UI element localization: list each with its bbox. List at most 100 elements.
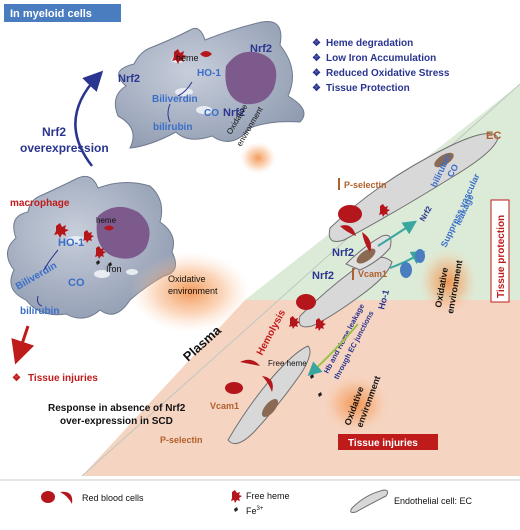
top-nrf2-nucleus-label: Nrf2: [250, 43, 272, 55]
benefit-item: Heme degradation: [326, 38, 413, 49]
ec-nucleus: [356, 248, 376, 264]
mid-iron-label: Iron: [106, 264, 122, 274]
red-blood-cell-icon: [200, 51, 212, 57]
top-heme-label: heme: [176, 53, 199, 63]
tissue-protection-box: [490, 199, 510, 303]
tissue-protection-label: Tissue protection: [496, 215, 507, 298]
red-blood-cell-icon: [338, 205, 362, 223]
vesicle: [67, 236, 85, 244]
vesicle: [126, 269, 138, 275]
ec-nucleus: [434, 152, 454, 168]
protection-arrow: [377, 220, 417, 247]
nrf2-b-label: Nrf2: [312, 270, 334, 282]
rbc-cluster: [338, 204, 390, 252]
top-cell-nucleus: [225, 51, 277, 105]
red-blood-cell-icon: [225, 382, 243, 394]
free-heme-icon: [95, 246, 106, 259]
p-selectin-top-label: P-selectin: [344, 180, 387, 190]
vesicle: [94, 270, 110, 278]
benefit-bullet-icon: ❖: [312, 68, 321, 79]
top-nrf2-left-label: Nrf2: [118, 73, 140, 85]
benefit-bullet-icon: ❖: [312, 53, 321, 64]
biliverdin-arrow: [167, 103, 171, 123]
header-box: [4, 4, 121, 22]
oxidative-glow-right: [418, 248, 478, 316]
red-blood-cell-icon: [296, 294, 316, 310]
benefit-item: Tissue Protection: [326, 83, 410, 94]
tissue-injuries-left: Tissue injuries: [28, 373, 98, 384]
legend-free-heme-icon: [231, 490, 242, 503]
legend-ec-label: Endothelial cell: EC: [394, 496, 473, 506]
endothelial-cell: [298, 256, 393, 328]
leak-arrow: [307, 323, 359, 377]
ec-nucleus: [261, 398, 279, 418]
vcam1-bottom-label: Vcam1: [210, 401, 239, 411]
nrf2-a-label: Nrf2: [332, 247, 354, 259]
overexpression-line2: overexpression: [20, 141, 109, 155]
header-title: In myeloid cells: [10, 8, 92, 20]
overexpression-arrow: [74, 70, 104, 167]
oxidative-mid-line1: Oxidative: [168, 274, 206, 284]
legend-rbc-icon: [41, 491, 55, 503]
top-nrf2-lower-label: Nrf2: [223, 107, 245, 119]
free-heme-icon: [289, 316, 300, 329]
co-molecule-icon: [415, 249, 425, 263]
iron-particle-icon: [108, 262, 112, 267]
endothelial-cell: [227, 345, 311, 445]
red-blood-cell-icon: [104, 225, 114, 231]
mid-bilirubin-label: bilirubin: [20, 306, 59, 317]
red-blood-cell-icon: [362, 232, 371, 252]
top-macrophage-cell: [114, 20, 305, 149]
response-line2: over-expression in SCD: [60, 416, 173, 427]
oxidative-mid-line2: environment: [168, 286, 218, 296]
legend: Red blood cells Free heme Fe3+ Endotheli…: [0, 479, 520, 516]
legend-fe-sup: 3+: [257, 506, 264, 512]
tissue-injury-zone: [82, 300, 520, 476]
tissue-injuries-label: Tissue injuries: [348, 438, 418, 449]
legend-fe-label: Fe3+: [246, 506, 264, 516]
endothelial-layer: [227, 133, 499, 445]
red-blood-cell-icon: [262, 376, 273, 392]
injury-arrow: [11, 325, 35, 365]
top-co-label: CO: [204, 108, 219, 119]
free-heme-icon: [379, 204, 390, 217]
p-selectin-bottom-label: P-selectin: [160, 435, 203, 445]
co-molecule-icon: [400, 262, 412, 278]
mid-co-label: CO: [68, 277, 85, 289]
endothelial-cell: [328, 133, 499, 242]
iron-particle-icon: [318, 392, 322, 397]
red-blood-cell-icon: [340, 225, 356, 236]
legend-fe-icon: [234, 507, 238, 512]
oxidative-glow-bottom: [322, 374, 390, 434]
response-line1: Response in absence of Nrf2: [48, 403, 186, 414]
ho1-arrow: [43, 249, 59, 271]
top-bilirubin-label: bilirubin: [153, 122, 192, 133]
oxidative-glow-top: [240, 142, 276, 174]
legend-fe-text: Fe: [246, 506, 257, 516]
biliverdin-arrow: [37, 295, 43, 307]
red-blood-cell-icon: [240, 359, 260, 366]
ec-ho1-label: Ho-1: [376, 289, 391, 311]
injury-bullet-icon: ❖: [12, 373, 21, 384]
top-biliverdin-label: Biliverdin: [152, 94, 198, 105]
hemolysis-cluster: [225, 294, 326, 397]
benefits-list: ❖ Heme degradation ❖ Low Iron Accumulati…: [312, 38, 450, 94]
free-heme-icon: [172, 49, 187, 64]
free-heme-icon: [54, 223, 69, 238]
overexpression-line1: Nrf2: [42, 125, 66, 139]
benefit-item: Low Iron Accumulation: [326, 53, 436, 64]
legend-rbc-label: Red blood cells: [82, 493, 144, 503]
top-ho1-label: HO-1: [197, 68, 221, 79]
oxidative-glow-mid: [130, 252, 250, 332]
top-cell-body: [114, 20, 305, 149]
mid-heme-label: heme: [96, 216, 117, 225]
legend-free-heme-label: Free heme: [246, 491, 290, 501]
free-heme-icon: [83, 230, 94, 243]
free-heme-label: Free heme: [268, 359, 307, 368]
mid-ho1-label: HO-1: [58, 237, 84, 249]
vcam1-top-label: Vcam1: [358, 269, 387, 279]
benefit-item: Reduced Oxidative Stress: [326, 68, 450, 79]
vesicle: [196, 106, 212, 114]
